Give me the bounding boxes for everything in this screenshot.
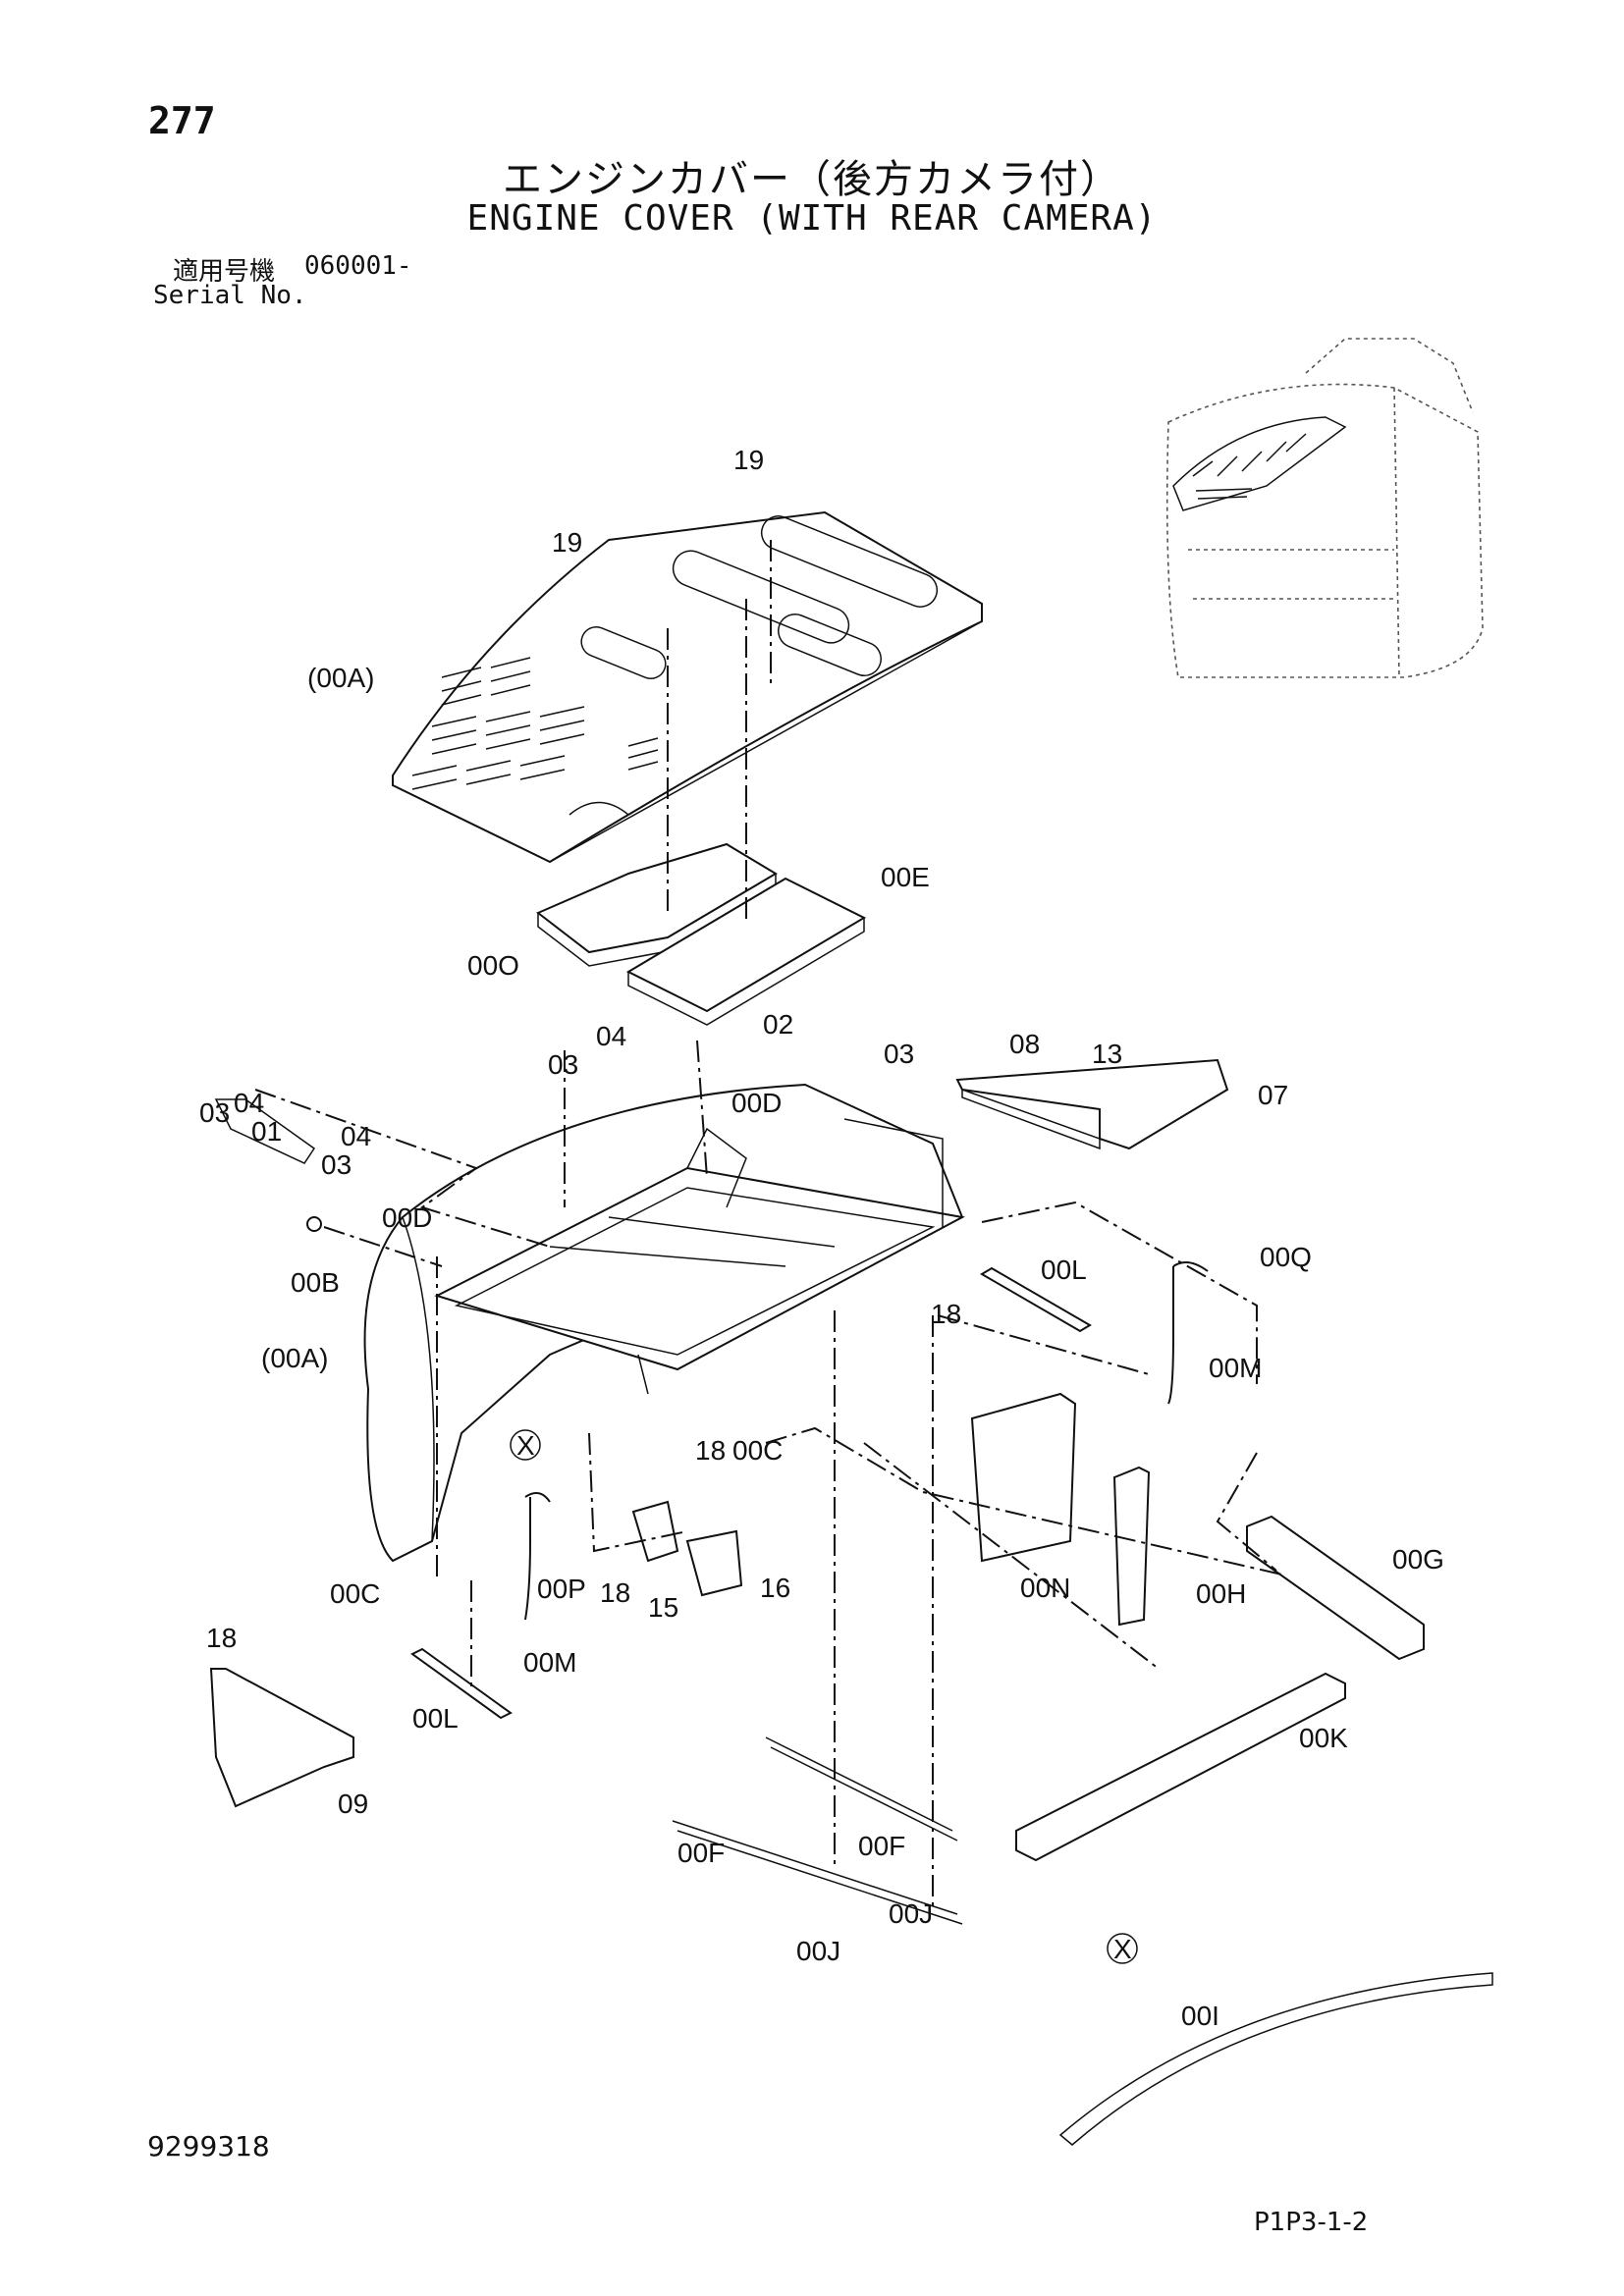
part-label-09: 09 (338, 1789, 368, 1819)
part-label-00a-bottom: (00A) (261, 1343, 328, 1373)
part-label-00p: 00P (537, 1574, 586, 1604)
part-label-00n: 00N (1020, 1573, 1070, 1603)
part-label-13: 13 (1092, 1039, 1122, 1069)
part-label-00q: 00Q (1260, 1242, 1312, 1272)
page-reference: P1P3-1-2 (1254, 2208, 1369, 2237)
detail-marker-x-left: X (516, 1430, 535, 1461)
part-label-04-right: 04 (341, 1121, 371, 1151)
part-label-00d-left: 00D (382, 1202, 432, 1233)
part-label-00a-top: (00A) (307, 663, 374, 693)
part-label-08: 08 (1009, 1029, 1040, 1059)
machine-overview-illustration (1165, 338, 1484, 678)
assembly-lines (254, 540, 1287, 1909)
part-label-03-right: 03 (884, 1039, 914, 1069)
part-label-00g: 00G (1392, 1544, 1444, 1575)
part-label-00i: 00I (1181, 2001, 1219, 2031)
part-label-03-left: 03 (199, 1097, 230, 1128)
part-label-00c-center: 00C (732, 1435, 783, 1466)
part-label-00j-bottom: 00J (796, 1936, 840, 1966)
part-label-00m-left: 00M (523, 1647, 576, 1678)
part-label-00f-left: 00F (677, 1838, 725, 1868)
part-label-00k: 00K (1299, 1723, 1348, 1753)
small-parts (209, 1098, 1493, 2146)
insulation-pads (536, 842, 867, 1026)
part-label-00l-left: 00L (412, 1703, 459, 1734)
document-number: 9299318 (147, 2130, 270, 2163)
part-label-00m-right: 00M (1209, 1353, 1262, 1383)
part-label-02: 02 (763, 1009, 793, 1040)
engine-cover-frame (363, 1083, 966, 1563)
top-cover-panel (392, 510, 983, 864)
part-label-00f-right: 00F (858, 1831, 905, 1861)
part-label-16: 16 (760, 1573, 790, 1603)
part-label-00j-right: 00J (889, 1898, 933, 1929)
part-label-00d-top: 00D (731, 1088, 782, 1118)
part-label-00b: 00B (291, 1267, 340, 1298)
part-label-15: 15 (648, 1592, 678, 1623)
detail-marker-x-right: X (1113, 1934, 1132, 1964)
side-panels (970, 1392, 1425, 1862)
part-label-04-mid: 04 (596, 1021, 626, 1051)
serial-label-english: Serial No. (153, 281, 307, 310)
serial-label-japanese: 適用号機 (173, 257, 276, 287)
title-japanese: エンジンカバー（後方カメラ付） (503, 157, 1121, 202)
part-label-03-mid: 03 (548, 1049, 578, 1080)
part-label-00o: 00O (467, 950, 519, 981)
part-label-18-left: 18 (206, 1623, 237, 1653)
bracket-plate (955, 1058, 1229, 1150)
part-label-00h: 00H (1196, 1578, 1246, 1609)
part-label-07: 07 (1258, 1080, 1288, 1110)
title-english: ENGINE COVER (WITH REAR CAMERA) (466, 198, 1158, 239)
part-label-01: 01 (251, 1116, 282, 1147)
part-labels: 19 19 (00A) 00E 00O 02 04 03 03 00D 03 0… (199, 445, 1444, 2031)
part-label-18-right: 18 (931, 1299, 961, 1329)
serial-value: 060001- (304, 251, 412, 281)
part-label-19-left: 19 (552, 527, 582, 558)
part-label-00c-left: 00C (330, 1578, 380, 1609)
part-label-04-left: 04 (234, 1088, 264, 1118)
part-label-18-lower: 18 (600, 1577, 630, 1608)
part-label-00e: 00E (881, 862, 930, 892)
page-number: 277 (148, 99, 216, 142)
part-label-18-center: 18 (695, 1435, 726, 1466)
part-label-00l-right: 00L (1041, 1255, 1087, 1285)
part-label-03-bottom: 03 (321, 1149, 352, 1180)
part-label-19-top: 19 (733, 445, 764, 475)
